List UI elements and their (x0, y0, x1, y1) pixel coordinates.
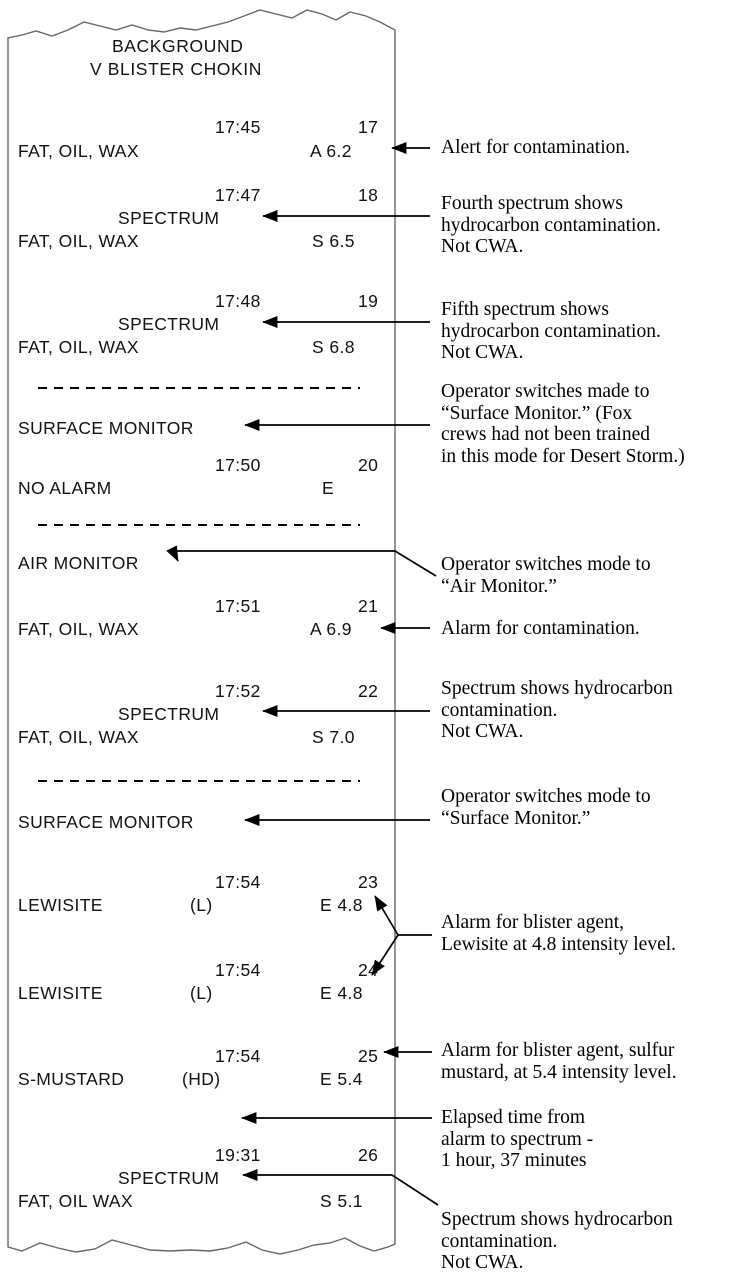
annot-4-text: Operator switches made to “Surface Monit… (441, 381, 685, 467)
entry-26-time: 19:31 (215, 1145, 261, 1165)
entry-18-number: 18 (358, 185, 379, 205)
annot-2-text: Fourth spectrum shows hydrocarbon contam… (441, 193, 661, 257)
entry-25-substance: S-MUSTARD (18, 1069, 125, 1089)
annot-6-text: Alarm for contamination. (441, 618, 640, 639)
entry-24-time: 17:54 (215, 960, 261, 980)
entry-25-agent-code: (HD) (182, 1069, 221, 1089)
entry-25-time: 17:54 (215, 1046, 261, 1066)
annot-10-text: Alarm for blister agent, sulfur mustard,… (441, 1040, 677, 1083)
entry-26-substance: FAT, OIL WAX (18, 1191, 134, 1211)
entry-21-time: 17:51 (215, 596, 261, 616)
entry-22-code: S 7.0 (312, 727, 355, 747)
tape-header-line2: V BLISTER CHOKIN (90, 59, 262, 79)
entry-19-time: 17:48 (215, 291, 261, 311)
entry-24-code: E 4.8 (320, 983, 363, 1003)
entry-21-code: A 6.9 (310, 619, 352, 639)
entry-17-number: 17 (358, 117, 379, 137)
annot-3-text: Fifth spectrum shows hydrocarbon contami… (441, 299, 661, 363)
annot-12-text: Spectrum shows hydrocarbon contamination… (441, 1209, 673, 1273)
entry-23-time: 17:54 (215, 872, 261, 892)
entry-19-number: 19 (358, 291, 379, 311)
entry-22-number: 22 (358, 681, 379, 701)
entry-25-number: 25 (358, 1046, 379, 1066)
mode-surface-monitor-2-label: SURFACE MONITOR (18, 812, 194, 832)
entry-26-code: S 5.1 (320, 1191, 363, 1211)
entry-20-code: E (322, 478, 335, 498)
entry-23-agent-code: (L) (190, 895, 213, 915)
entry-18-spectrum-label: SPECTRUM (118, 208, 220, 228)
entry-22-spectrum-label: SPECTRUM (118, 704, 220, 724)
tape-separator-1 (38, 387, 360, 389)
paper-edge-path (7, 9, 396, 1255)
mode-surface-monitor-1-label: SURFACE MONITOR (18, 418, 194, 438)
entry-22-substance: FAT, OIL, WAX (18, 727, 139, 747)
entry-23-substance: LEWISITE (18, 895, 103, 915)
paper-outline (7, 9, 396, 1255)
entry-17-code: A 6.2 (310, 141, 352, 161)
printout-tape: BACKGROUND V BLISTER CHOKIN 17:45 17 FAT… (7, 9, 396, 1255)
entry-25-code: E 5.4 (320, 1069, 363, 1089)
annot-9-text: Alarm for blister agent, Lewisite at 4.8… (441, 912, 677, 955)
entry-19-code: S 6.8 (312, 337, 355, 357)
tape-header-line1: BACKGROUND (112, 36, 244, 56)
entry-23-code: E 4.8 (320, 895, 363, 915)
entry-21-substance: FAT, OIL, WAX (18, 619, 139, 639)
entry-24-agent-code: (L) (190, 983, 213, 1003)
entry-18-code: S 6.5 (312, 231, 355, 251)
annot-8-text: Operator switches mode to “Surface Monit… (441, 786, 651, 829)
entry-19-spectrum-label: SPECTRUM (118, 314, 220, 334)
annot-1-text: Alert for contamination. (441, 137, 630, 158)
mode-air-monitor-label: AIR MONITOR (18, 553, 139, 573)
entry-17-substance: FAT, OIL, WAX (18, 141, 139, 161)
annot-5-text: Operator switches mode to “Air Monitor.” (441, 554, 651, 597)
tape-separator-3 (38, 780, 360, 782)
entry-18-time: 17:47 (215, 185, 261, 205)
entry-24-number: 24 (358, 960, 379, 980)
entry-22-time: 17:52 (215, 681, 261, 701)
entry-26-number: 26 (358, 1145, 379, 1165)
entry-20-time: 17:50 (215, 455, 261, 475)
annot-7-text: Spectrum shows hydrocarbon contamination… (441, 678, 673, 742)
entry-19-substance: FAT, OIL, WAX (18, 337, 139, 357)
entry-26-spectrum-label: SPECTRUM (118, 1168, 220, 1188)
entry-18-substance: FAT, OIL, WAX (18, 231, 139, 251)
entry-23-number: 23 (358, 872, 379, 892)
entry-24-substance: LEWISITE (18, 983, 103, 1003)
tape-separator-2 (38, 524, 360, 526)
entry-20-number: 20 (358, 455, 379, 475)
entry-20-substance: NO ALARM (18, 478, 112, 498)
entry-17-time: 17:45 (215, 117, 261, 137)
annot-11-text: Elapsed time from alarm to spectrum - 1 … (441, 1107, 594, 1171)
entry-21-number: 21 (358, 596, 379, 616)
